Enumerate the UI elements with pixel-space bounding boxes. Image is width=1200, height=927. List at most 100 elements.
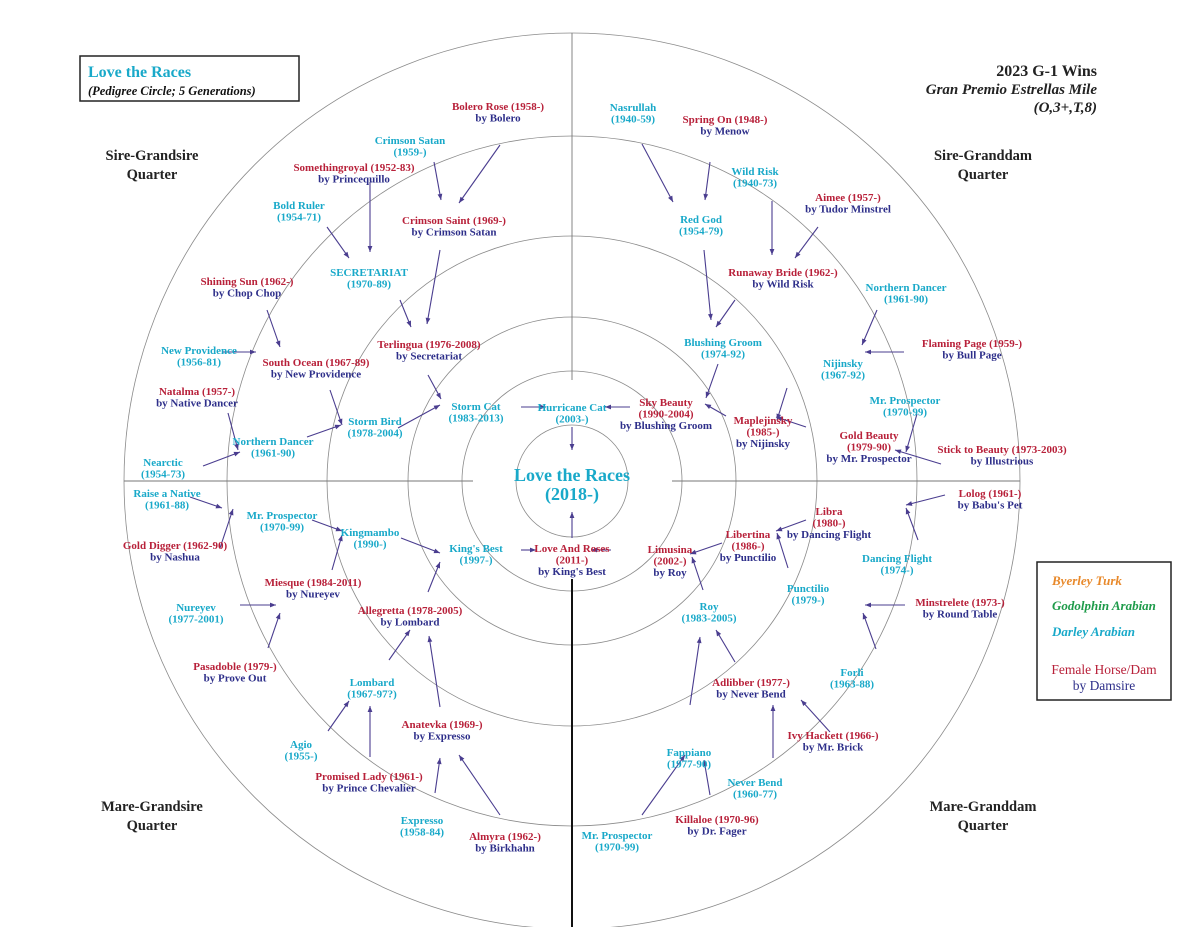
- horse-label: Storm Cat: [451, 401, 501, 413]
- horse-label: Love And Roses: [534, 543, 610, 555]
- damsire-label: by Nureyev: [286, 589, 340, 601]
- subject-horse: Love the Races (2018-): [514, 465, 630, 505]
- title-box: Love the Races (Pedigree Circle; 5 Gener…: [79, 55, 300, 102]
- subject-years: (2018-): [545, 484, 599, 505]
- sire-node: Mr. Prospector(1970-99): [582, 830, 653, 854]
- arrowhead-icon: [690, 549, 697, 555]
- damsire-label: by Prince Chevalier: [322, 783, 416, 795]
- damsire-label: by Blushing Groom: [620, 420, 712, 432]
- horse-label: (1956-81): [177, 357, 221, 369]
- sire-node: Wild Risk(1940-73): [731, 166, 779, 190]
- horse-label: Mr. Prospector: [582, 830, 653, 842]
- lineage-arrow: [862, 612, 877, 650]
- lineage-arrow: [776, 532, 789, 569]
- arrowhead-icon: [335, 526, 342, 532]
- arrowhead-icon: [233, 451, 240, 457]
- damsire-label: by Crimson Satan: [412, 227, 497, 239]
- lineage-arrow: [715, 299, 736, 328]
- arrowhead-icon: [696, 637, 702, 644]
- arrowhead-icon: [862, 613, 868, 620]
- horse-label: (1967-97?): [347, 689, 397, 701]
- arrowhead-icon: [275, 340, 281, 347]
- damsire-label: by Dr. Fager: [687, 826, 746, 838]
- lineage-arrow: [894, 449, 942, 465]
- lineage-arrow: [641, 754, 686, 816]
- horse-label: Expresso: [401, 815, 444, 827]
- horse-label: Dancing Flight: [862, 553, 932, 565]
- dam-node: Libertina(1986-)by Punctilio: [720, 529, 777, 564]
- sire-node: Nureyev(1977-2001): [169, 602, 224, 626]
- horse-label: (1970-99): [260, 522, 304, 534]
- lineage-arrow: [591, 547, 611, 553]
- horse-label: (1977-2001): [169, 614, 224, 626]
- horse-label: (1954-73): [141, 469, 185, 481]
- horse-label: Storm Bird: [348, 416, 401, 428]
- horse-label: Ivy Hackett (1966-): [787, 730, 878, 742]
- lineage-arrow: [427, 374, 442, 400]
- horse-label: Bolero Rose (1958-): [452, 101, 544, 113]
- dam-node: Shining Sun (1962-)by Chop Chop: [201, 276, 294, 300]
- sire-node: Northern Dancer(1961-90): [233, 436, 314, 460]
- lineage-arrow: [427, 561, 441, 593]
- lineage-arrow: [691, 556, 704, 591]
- damsire-label: by Lombard: [381, 617, 440, 629]
- arrowhead-icon: [591, 547, 597, 553]
- sire-node: Roy(1983-2005): [682, 601, 737, 625]
- arrowhead-icon: [865, 602, 871, 608]
- subject-name: Love the Races: [514, 465, 630, 485]
- horse-label: Spring On (1948-): [683, 114, 768, 126]
- arrowhead-icon: [716, 320, 722, 327]
- lineage-arrow: [641, 143, 674, 203]
- legend-female-horse: Female Horse/Dam: [1051, 662, 1157, 677]
- sire-node: Red God(1954-79): [679, 214, 723, 238]
- horse-label: Crimson Saint (1969-): [402, 215, 506, 227]
- damsire-label: by New Providence: [271, 369, 361, 381]
- lineage-arrow: [227, 412, 239, 451]
- lineage-arrow: [605, 404, 630, 410]
- arrowhead-icon: [708, 313, 713, 320]
- arrowhead-icon: [433, 548, 440, 554]
- sire-node: Northern Dancer(1961-90): [866, 282, 947, 306]
- lineage-arrow: [331, 534, 343, 571]
- horse-label: (1940-59): [611, 114, 655, 126]
- lineage-arrow: [222, 349, 256, 355]
- arrowhead-icon: [367, 706, 373, 712]
- damsire-label: by Mr. Brick: [803, 742, 864, 754]
- dam-node: Aimee (1957-)by Tudor Minstrel: [805, 192, 891, 216]
- damsire-label: by King's Best: [538, 566, 606, 578]
- horse-label: (1979-90): [847, 442, 891, 454]
- arrowhead-icon: [703, 193, 709, 200]
- dam-node: Anatevka (1969-)by Expresso: [402, 719, 483, 743]
- dam-node: Natalma (1957-)by Native Dancer: [156, 386, 238, 410]
- subtitle: (Pedigree Circle; 5 Generations): [88, 84, 256, 98]
- dam-node: Somethingroyal (1952-83)by Princequillo: [293, 162, 414, 186]
- sire-node: Hurricane Cat(2003-): [538, 402, 607, 426]
- damsire-label: by Babu's Pet: [958, 500, 1023, 512]
- horse-label: Nasrullah: [610, 102, 656, 114]
- lineage-arrow: [705, 363, 719, 399]
- lineage-arrow: [775, 416, 807, 428]
- damsire-label: by Punctilio: [720, 552, 777, 564]
- lineage-arrow: [689, 542, 723, 555]
- lineage-arrow: [240, 602, 276, 608]
- quarter-axes: [124, 33, 1020, 927]
- lineage-arrow: [861, 309, 878, 346]
- dam-node: Bolero Rose (1958-)by Bolero: [452, 101, 544, 125]
- arrowhead-icon: [770, 705, 776, 711]
- arrowhead-icon: [435, 562, 440, 569]
- lineage-arrow: [329, 389, 343, 426]
- sire-node: Mr. Prospector(1970-99): [870, 395, 941, 419]
- horse-label: Gold Digger (1962-90): [123, 540, 228, 552]
- horse-label: Hurricane Cat: [538, 402, 607, 414]
- arrowhead-icon: [228, 509, 234, 516]
- damsire-label: by Native Dancer: [156, 398, 238, 410]
- damsire-label: by Wild Risk: [752, 279, 814, 291]
- damsire-label: by Bull Page: [942, 350, 1001, 362]
- lineage-arrow: [794, 226, 819, 259]
- horse-label: (1974-92): [701, 349, 745, 361]
- horse-label: Mr. Prospector: [247, 510, 318, 522]
- horse-label: Limusina: [648, 544, 693, 556]
- horse-label: Aimee (1957-): [815, 192, 881, 204]
- race-name: Gran Premio Estrellas Mile: [926, 82, 1098, 98]
